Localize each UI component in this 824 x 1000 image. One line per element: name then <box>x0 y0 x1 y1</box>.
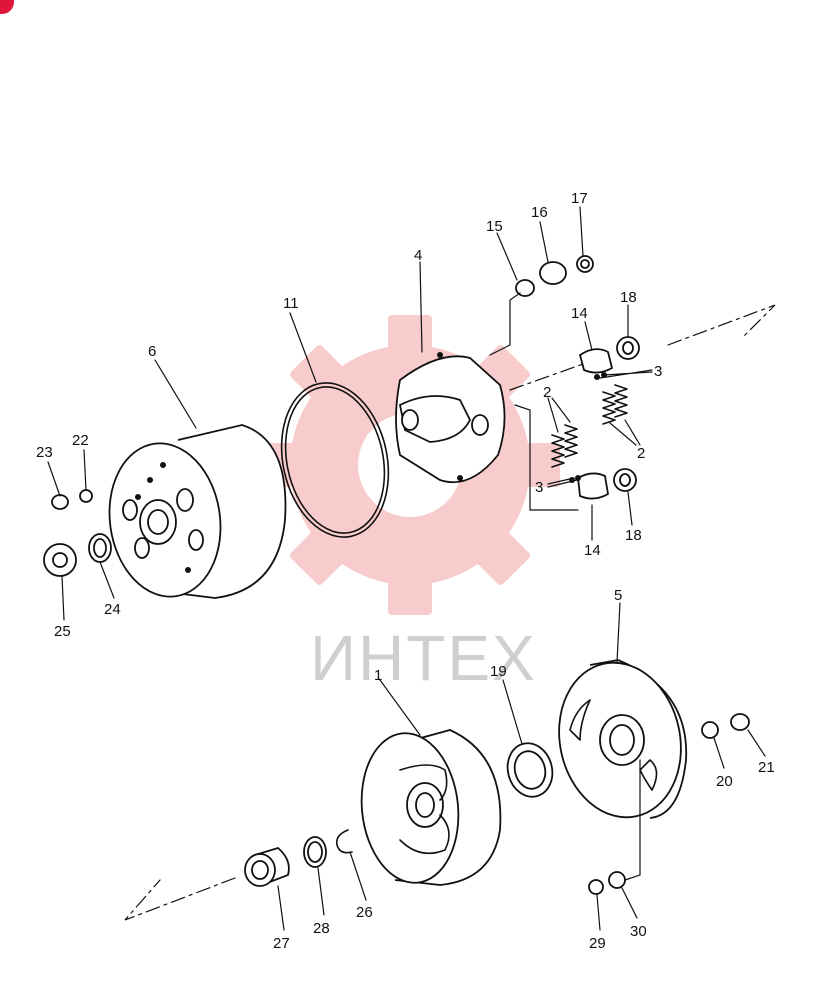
label-3-bottom: 3 <box>535 479 543 496</box>
label-23: 23 <box>36 444 53 461</box>
label-17: 17 <box>571 190 588 207</box>
label-15: 15 <box>486 218 503 235</box>
label-24: 24 <box>104 601 121 618</box>
part-1-clutch-drum <box>360 729 502 886</box>
label-25: 25 <box>54 623 71 640</box>
watermark-logo <box>260 315 560 615</box>
label-18-top: 18 <box>620 289 637 306</box>
label-18-bottom: 18 <box>625 527 642 544</box>
label-16: 16 <box>531 204 548 221</box>
label-2-left: 2 <box>543 384 551 401</box>
part-6-housing <box>108 424 287 599</box>
part-11-o-ring <box>280 382 390 538</box>
leader-lines <box>47 206 766 931</box>
label-22: 22 <box>72 432 89 449</box>
label-27: 27 <box>273 935 290 952</box>
parts-15-16-17 <box>515 255 594 297</box>
part-5-back-plate <box>558 659 688 819</box>
label-6: 6 <box>148 343 156 360</box>
axis-lines <box>124 304 776 921</box>
label-2-right: 2 <box>637 445 645 462</box>
label-26: 26 <box>356 904 373 921</box>
label-29: 29 <box>589 935 606 952</box>
part-19-bearing <box>506 742 554 798</box>
label-1: 1 <box>374 667 382 684</box>
label-20: 20 <box>716 773 733 790</box>
front-fasteners <box>244 829 353 887</box>
label-14-top: 14 <box>571 305 588 322</box>
spring-assembly <box>551 336 640 500</box>
label-4: 4 <box>414 247 422 264</box>
watermark-text: ИНТЕХ <box>310 622 537 694</box>
label-28: 28 <box>313 920 330 937</box>
part-4-carrier <box>395 352 506 484</box>
label-14-bottom: 14 <box>584 542 601 559</box>
label-19: 19 <box>490 663 507 680</box>
label-11: 11 <box>283 295 299 312</box>
small-fasteners-right <box>701 713 750 739</box>
small-fasteners-left <box>43 489 112 577</box>
part-labels: 4 6 11 15 16 17 14 18 3 2 2 3 14 18 23 2… <box>36 190 775 952</box>
label-21: 21 <box>758 759 775 776</box>
label-5: 5 <box>614 587 622 604</box>
bottom-washers <box>588 871 626 895</box>
label-3-top: 3 <box>654 363 662 380</box>
label-30: 30 <box>630 923 647 940</box>
